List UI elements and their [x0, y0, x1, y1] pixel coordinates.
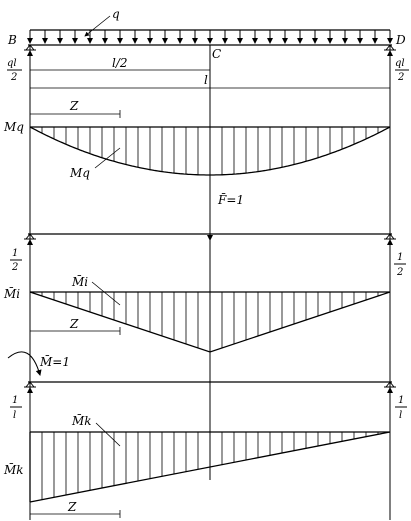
Mq-axis-label: Mq [3, 120, 24, 134]
Mq-curve [29, 126, 391, 176]
Mq-diagram: Z Mq Mq [3, 99, 391, 180]
invl-right-den: l [399, 410, 402, 421]
support-D-label: D [395, 33, 406, 47]
half-right-num: 1 [397, 252, 403, 263]
dim-l-label: l [204, 73, 208, 87]
unit-moment: M̄=1 [7, 351, 70, 376]
support-2-left [24, 233, 36, 255]
invl-left-den: l [13, 410, 16, 421]
Mi-pointer [91, 281, 121, 306]
Mk-pointer [95, 422, 121, 447]
Mk-curve-label: M̄k [71, 413, 92, 428]
force-label: F̄=1 [217, 192, 244, 207]
Mk-hatching [41, 432, 379, 500]
moment-arc [7, 351, 42, 376]
support-2-right [384, 233, 396, 255]
reaction-D-den: 2 [397, 72, 404, 83]
Mk-Z-label: Z [67, 500, 77, 514]
support-3-left [24, 381, 36, 403]
Mq-Z-label: Z [69, 99, 79, 113]
load-arrows [27, 30, 393, 44]
reaction-B-num: ql [7, 58, 17, 69]
support-3-right [384, 381, 396, 403]
point-C-label: C [212, 47, 221, 61]
Mk-line [29, 431, 391, 503]
Mi-triangle [29, 291, 391, 353]
q-pointer [84, 15, 111, 37]
Mq-pointer [94, 147, 121, 169]
dim-l-half-label: l/2 [112, 56, 128, 70]
Mi-axis-label: M̄i [3, 286, 20, 301]
invl-right-num: 1 [398, 395, 404, 406]
reaction-D-num: ql [395, 58, 405, 69]
q-label: q [112, 7, 120, 21]
Mq-curve-label: Mq [69, 166, 90, 180]
Mk-axis-label: M̄k [3, 462, 24, 477]
moment-label: M̄=1 [39, 354, 70, 369]
half-left-den: 2 [11, 262, 18, 273]
Mi-hatching [41, 292, 379, 352]
unit-force: F̄=1 [207, 192, 244, 241]
support-B-label: B [7, 33, 17, 47]
half-right-den: 2 [396, 267, 403, 278]
distributed-load: q [27, 7, 393, 44]
Mq-hatching [41, 127, 379, 175]
Mk-diagram: M̄k M̄k Z [3, 413, 391, 518]
half-left-num: 1 [12, 248, 18, 259]
reaction-B-den: 2 [10, 72, 17, 83]
Mi-diagram: M̄i M̄i Z [3, 274, 391, 353]
Mi-curve-label: M̄i [71, 274, 88, 289]
Mi-Z-label: Z [69, 317, 79, 331]
invl-left-num: 1 [12, 395, 18, 406]
